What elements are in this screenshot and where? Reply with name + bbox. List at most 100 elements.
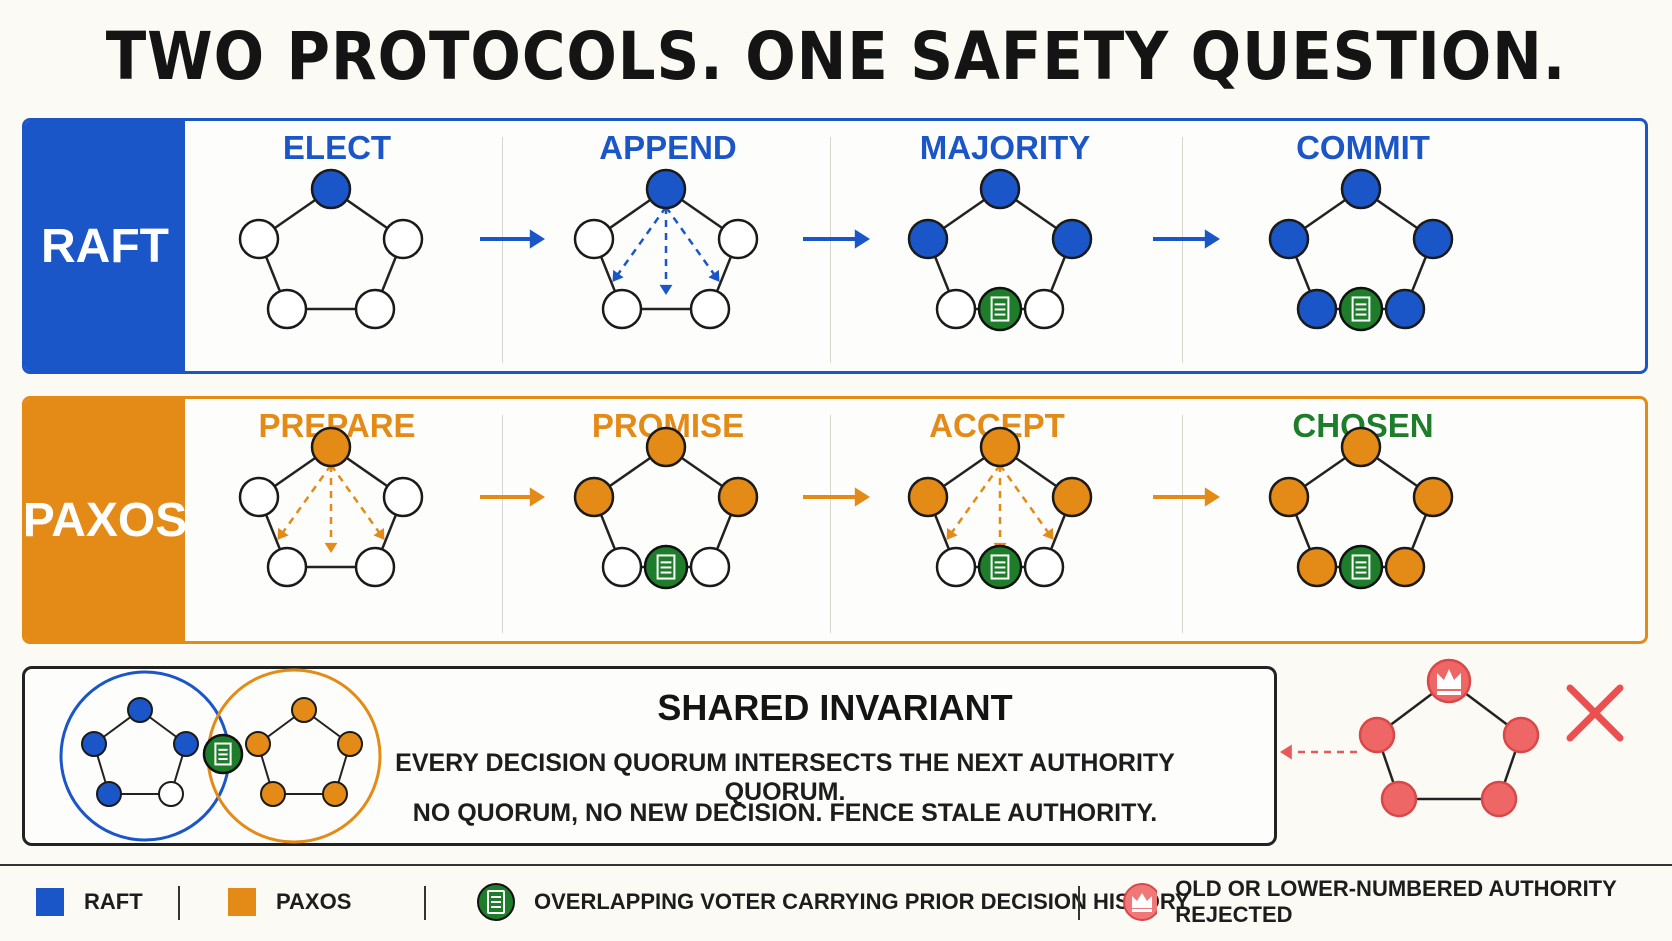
page-title: TWO PROTOCOLS. ONE SAFETY QUESTION.	[105, 18, 1567, 95]
raft-swatch	[36, 888, 64, 916]
raft-step-append-title: APPEND	[599, 129, 737, 166]
node	[573, 218, 615, 260]
document-icon	[977, 286, 1023, 332]
edge	[1448, 680, 1522, 736]
node	[354, 288, 396, 330]
paxos-label: PAXOS	[25, 399, 187, 641]
node	[310, 168, 352, 210]
node	[1480, 780, 1518, 818]
node	[1296, 546, 1338, 588]
node	[689, 288, 731, 330]
step-divider	[502, 415, 503, 633]
node	[1412, 218, 1454, 260]
node	[238, 218, 280, 260]
legend-raft-label: RAFT	[84, 889, 143, 914]
node	[1023, 546, 1065, 588]
raft-row: RAFT ELECT APPEND MAJORITY COMMIT	[22, 118, 1648, 374]
step-divider	[1182, 415, 1183, 633]
node	[1358, 716, 1396, 754]
node	[266, 546, 308, 588]
node	[935, 288, 977, 330]
node	[979, 426, 1021, 468]
edge	[1376, 680, 1450, 736]
message-arrow	[614, 206, 668, 278]
node	[382, 218, 424, 260]
paxos-row: PAXOS PREPARE PROMISE ACCEPT CHOSEN	[22, 396, 1648, 644]
node	[1412, 476, 1454, 518]
legend-rejected: OLD OR LOWER-NUMBERED AUTHORITY REJECTED	[1122, 876, 1672, 927]
legend: RAFT PAXOS OVERLAPPING VOTER CARRYING PR…	[0, 876, 1672, 927]
legend-raft: RAFT	[36, 880, 143, 924]
node	[645, 426, 687, 468]
edge	[1375, 734, 1401, 800]
shared-invariant-panel: SHARED INVARIANT EVERY DECISION QUORUM I…	[22, 666, 1277, 846]
legend-overlap: OVERLAPPING VOTER CARRYING PRIOR DECISIO…	[476, 880, 1190, 924]
node	[310, 426, 352, 468]
raft-step-elect-title: ELECT	[282, 129, 392, 166]
step-divider	[1182, 137, 1183, 363]
node	[907, 476, 949, 518]
node	[601, 546, 643, 588]
raft-label: RAFT	[25, 121, 185, 371]
node	[1380, 780, 1418, 818]
document-icon	[477, 883, 515, 921]
paxos-swatch	[228, 888, 256, 916]
node	[1384, 288, 1426, 330]
paxos-diagrams	[238, 426, 1454, 590]
message-arrow	[279, 464, 333, 536]
node	[1384, 546, 1426, 588]
document-icon	[643, 544, 689, 590]
node	[382, 476, 424, 518]
legend-paxos-label: PAXOS	[276, 889, 352, 914]
node	[1023, 288, 1065, 330]
raft-step-commit-title: COMMIT	[1296, 129, 1430, 166]
raft-diagrams	[238, 168, 1454, 332]
step-divider	[502, 137, 503, 363]
edge	[1497, 734, 1523, 800]
legend-rejected-label: OLD OR LOWER-NUMBERED AUTHORITY REJECTED	[1175, 876, 1617, 927]
message-arrow	[664, 206, 718, 278]
message-arrow	[998, 464, 1052, 536]
node	[354, 546, 396, 588]
node	[601, 288, 643, 330]
node	[238, 476, 280, 518]
node	[1502, 716, 1540, 754]
node	[1051, 218, 1093, 260]
document-icon	[977, 544, 1023, 590]
node	[717, 476, 759, 518]
node	[935, 546, 977, 588]
node	[1340, 168, 1382, 210]
document-icon	[1338, 286, 1384, 332]
legend-overlap-label: OVERLAPPING VOTER CARRYING PRIOR DECISIO…	[534, 889, 1190, 914]
node	[1268, 218, 1310, 260]
raft-step-majority-title: MAJORITY	[919, 129, 1091, 166]
node	[1340, 426, 1382, 468]
legend-paxos: PAXOS	[228, 880, 351, 924]
document-icon	[1338, 544, 1384, 590]
node	[979, 168, 1021, 210]
invariant-line-2: NO QUORUM, NO NEW DECISION. FENCE STALE …	[412, 799, 1158, 827]
legend-separator	[1078, 886, 1080, 920]
legend-separator	[424, 886, 426, 920]
step-divider	[830, 415, 831, 633]
node	[1268, 476, 1310, 518]
node	[717, 218, 759, 260]
node	[907, 218, 949, 260]
node	[645, 168, 687, 210]
node	[266, 288, 308, 330]
legend-separator	[178, 886, 180, 920]
message-arrow	[948, 464, 1002, 536]
node	[1051, 476, 1093, 518]
stale-leader-node	[1426, 658, 1472, 704]
crown-icon	[1123, 883, 1158, 921]
invariant-title: SHARED INVARIANT	[657, 687, 1013, 728]
legend-divider	[0, 864, 1672, 866]
crown-icon	[1437, 669, 1461, 695]
message-arrow	[329, 464, 383, 536]
step-divider	[830, 137, 831, 363]
node	[573, 476, 615, 518]
invariant-line-1: EVERY DECISION QUORUM INTERSECTS THE NEX…	[395, 749, 1175, 806]
rejected-x-icon	[1566, 684, 1624, 742]
node	[689, 546, 731, 588]
node	[1296, 288, 1338, 330]
